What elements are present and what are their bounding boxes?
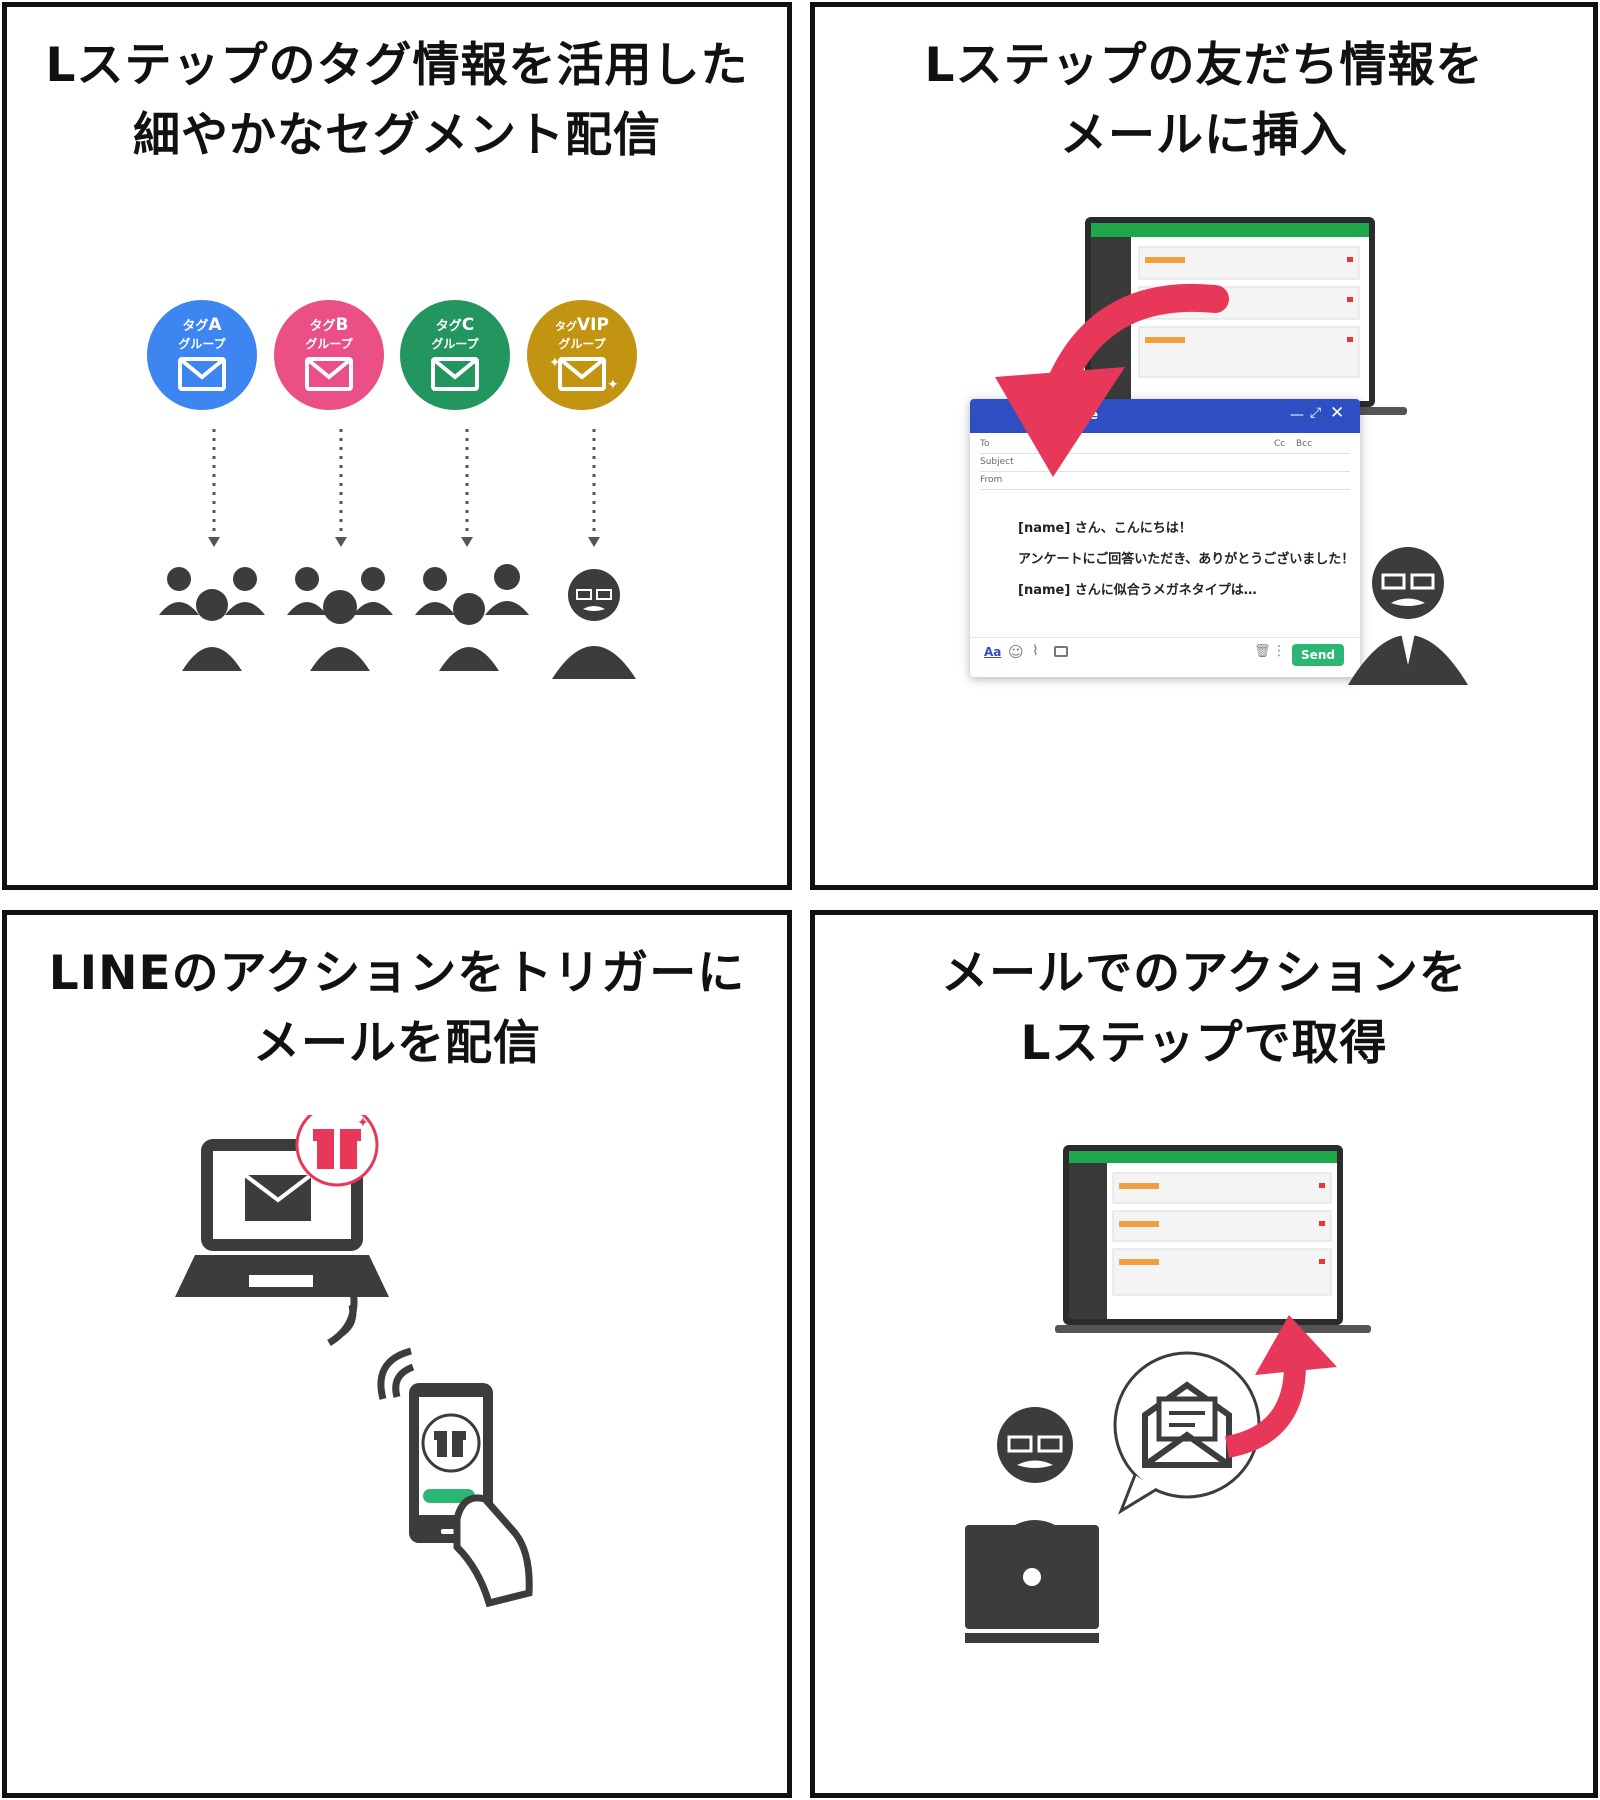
panel-title-line-2: メールを配信 <box>253 1016 541 1071</box>
signal-icon <box>327 1290 358 1347</box>
minimize-icon[interactable]: — <box>1290 407 1304 423</box>
line-button <box>423 1489 475 1503</box>
mail-icon <box>178 357 226 391</box>
people-group-a-icon <box>159 567 265 671</box>
panel-mail-action-tracking: メールでのアクションを Lステップで取得 <box>810 910 1598 1798</box>
smartphone-icon <box>409 1383 493 1543</box>
laptop-icon <box>175 1139 389 1297</box>
image-icon[interactable] <box>1054 646 1068 657</box>
group-vip-tag: VIP <box>577 315 609 335</box>
sparkle-icon: ✦ <box>549 355 561 371</box>
mail-body-line: [name] さんに似合うメガネタイプは… <box>1018 583 1257 598</box>
panel-title-line-2: 細やかなセグメント配信 <box>133 108 661 163</box>
to-label: To <box>980 439 990 449</box>
group-c-label: グループ <box>431 336 479 351</box>
more-icon[interactable]: ⋮ <box>1272 643 1286 659</box>
mail-icon <box>305 357 353 391</box>
panel-title-line-1: Lステップの友だち情報を <box>924 38 1484 93</box>
mail-body-line: アンケートにご回答いただき、ありがとうございました！ <box>1018 552 1355 567</box>
group-a-tag: A <box>208 315 222 335</box>
panel-title-line-1: メールでのアクションを <box>941 946 1467 1001</box>
divider <box>980 471 1350 472</box>
mail-icon <box>431 357 479 391</box>
divider <box>980 489 1350 490</box>
panel-title-line-1: LINEのアクションをトリガーに <box>48 946 746 1001</box>
group-c-badge: タグC グループ <box>400 300 510 410</box>
group-vip-label: グループ <box>558 336 606 351</box>
mail-action-illustration <box>965 1315 1337 1643</box>
expand-icon[interactable]: ⤢ <box>1310 405 1322 421</box>
open-envelope-icon <box>1142 1381 1232 1468</box>
divider <box>970 637 1360 638</box>
up-arrow-icon <box>1224 1315 1337 1458</box>
panel-title-line-2: Lステップで取得 <box>1020 1016 1388 1071</box>
mail-icon <box>243 1173 313 1221</box>
panel-segment-delivery: Lステップのタグ情報を活用した 細やかなセグメント配信 タグA グループ タグB… <box>2 2 792 890</box>
group-a-badge: タグA グループ <box>147 300 257 410</box>
arrow-heads <box>208 537 600 547</box>
svg-text:タグC: タグC <box>436 315 475 335</box>
cc-label[interactable]: Cc <box>1274 439 1286 449</box>
segment-illustration: タグA グループ タグB グループ タグC グループ <box>147 300 637 679</box>
group-vip-tag-prefix: タグ <box>555 319 577 333</box>
group-b-badge: タグB グループ <box>274 300 384 410</box>
group-b-label: グループ <box>305 336 353 351</box>
dotted-arrows <box>212 429 596 535</box>
format-icon[interactable]: Aa <box>984 645 1002 659</box>
line-trigger-illustration: ✦ <box>175 1115 533 1608</box>
panel-title-line-1: Lステップのタグ情報を活用した <box>45 38 749 93</box>
send-button[interactable]: Send <box>1292 644 1344 666</box>
group-c-tag-prefix: タグ <box>436 318 462 334</box>
signal-icon <box>377 1347 415 1400</box>
svg-text:タグA: タグA <box>182 315 222 335</box>
group-b-tag: B <box>336 315 349 335</box>
panel-title: Lステップのタグ情報を活用した 細やかなセグメント配信 <box>7 31 787 171</box>
person-glasses-icon <box>1348 547 1468 685</box>
from-label[interactable]: From <box>980 475 1003 485</box>
svg-text:✦: ✦ <box>357 1115 369 1131</box>
mail-icon <box>558 357 606 391</box>
people-group-c-icon <box>415 564 529 671</box>
panel-title: LINEのアクションをトリガーに メールを配信 <box>7 939 787 1079</box>
group-c-tag: C <box>462 315 474 335</box>
bcc-label[interactable]: Bcc <box>1296 439 1313 449</box>
laptop-back-icon <box>965 1525 1099 1643</box>
group-vip-badge: タグVIP グループ ✦ ✦ <box>527 300 637 410</box>
subject-label[interactable]: Subject <box>980 457 1014 467</box>
panel-title: メールでのアクションを Lステップで取得 <box>815 939 1593 1079</box>
laptop-dashboard-icon <box>1055 1145 1371 1333</box>
panel-friend-info-insert: Lステップの友だち情報を メールに挿入 ge — ⤢ ✕ To Cc Bcc S… <box>810 2 1598 890</box>
people-group-b-icon <box>287 567 393 671</box>
gift-bubble-icon: ✦ <box>295 1115 379 1187</box>
hand-icon <box>453 1494 533 1608</box>
panel-line-trigger-mail: LINEのアクションをトリガーに メールを配信 ✦ <box>2 910 792 1798</box>
svg-text:タグVIP: タグVIP <box>555 315 609 335</box>
trash-icon[interactable]: 🗑 <box>1254 644 1271 659</box>
vip-person-icon <box>552 569 636 679</box>
mail-body-line: [name] さん、こんにちは！ <box>1018 521 1192 536</box>
panel-title-line-2: メールに挿入 <box>1060 108 1348 163</box>
laptop-dashboard-icon <box>1077 217 1407 415</box>
close-icon[interactable]: ✕ <box>1330 403 1345 423</box>
divider <box>980 453 1350 454</box>
sparkle-icon: ✦ <box>607 377 619 393</box>
group-b-tag-prefix: タグ <box>310 318 336 334</box>
curved-arrow-icon <box>995 283 1229 477</box>
attach-icon[interactable]: ⌇ <box>1032 643 1039 659</box>
svg-text:タグB: タグB <box>310 315 349 335</box>
emoji-icon[interactable]: ☺ <box>1008 643 1024 661</box>
group-a-tag-prefix: タグ <box>182 318 208 334</box>
group-a-label: グループ <box>178 336 226 351</box>
panel-title: Lステップの友だち情報を メールに挿入 <box>815 31 1593 171</box>
